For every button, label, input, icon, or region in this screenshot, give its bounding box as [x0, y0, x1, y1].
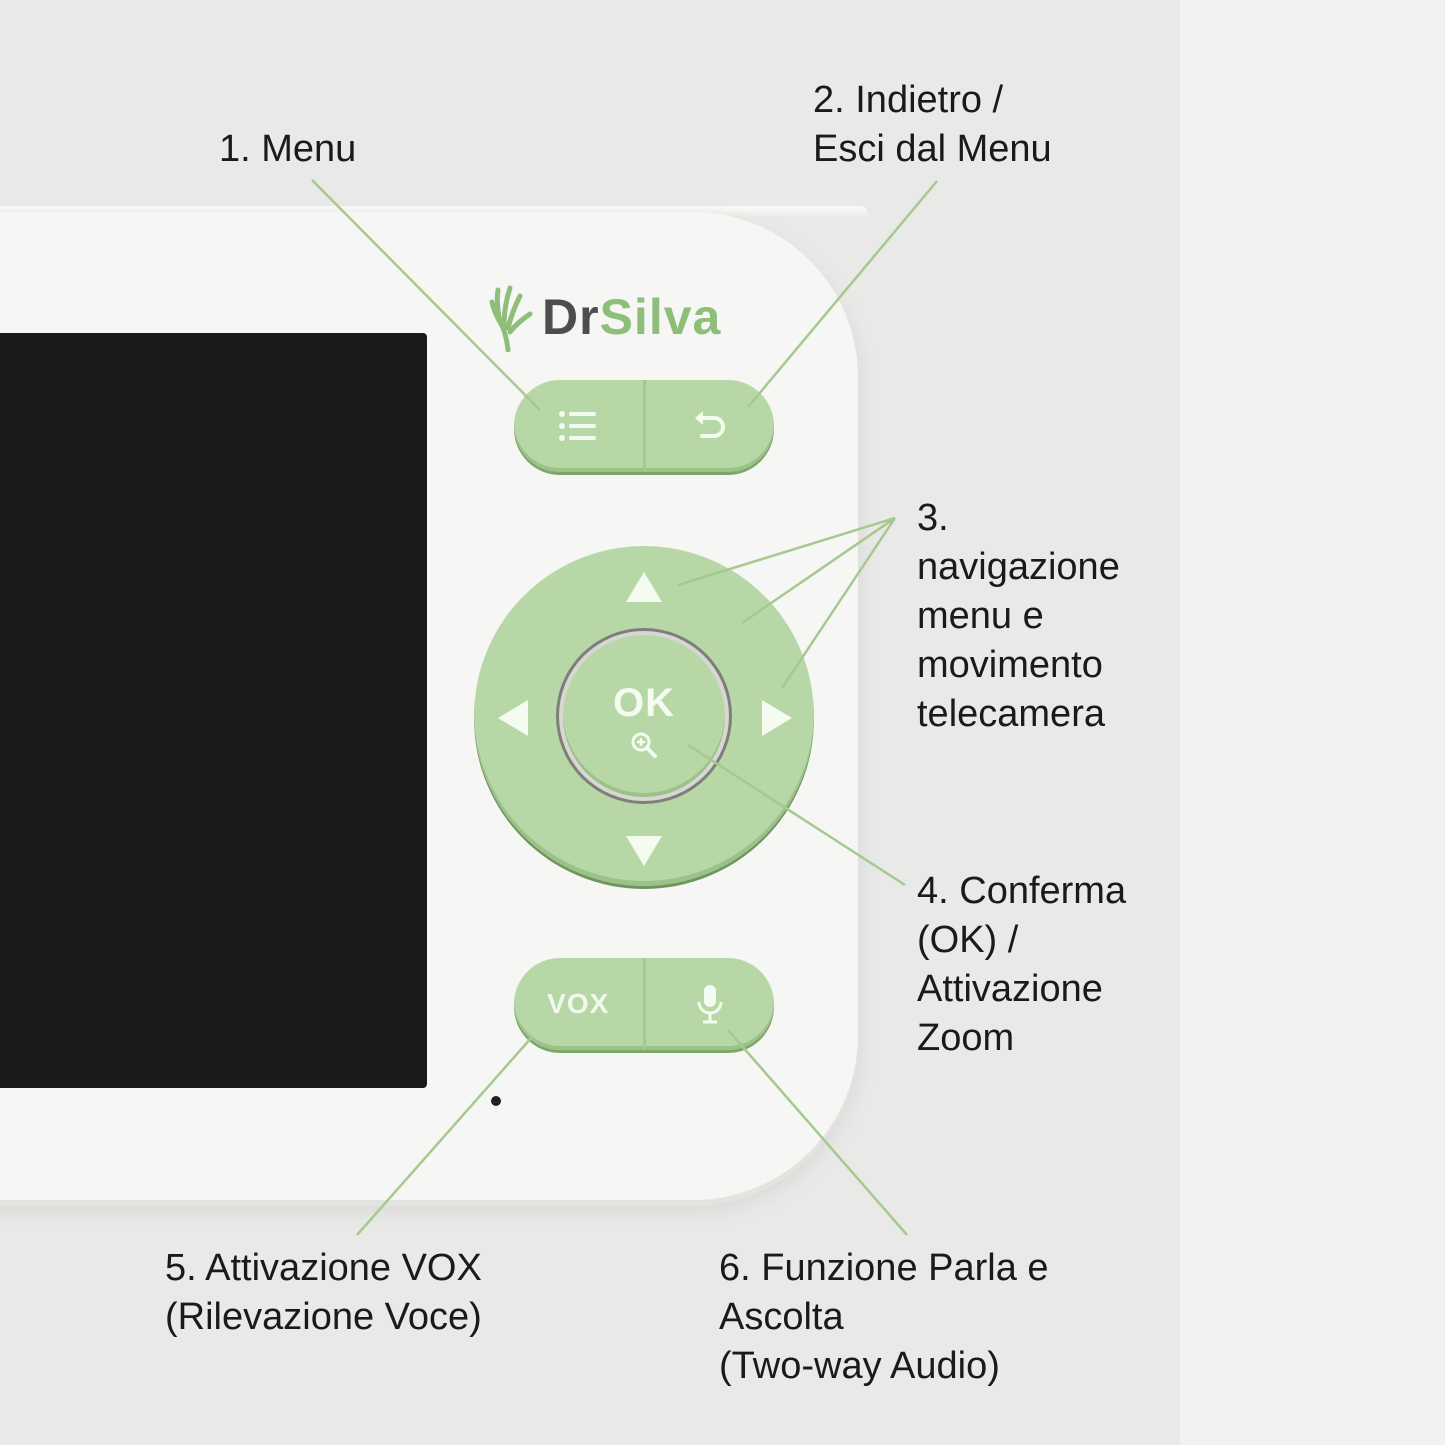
menu-list-icon	[559, 411, 597, 441]
microphone-icon	[697, 985, 723, 1024]
leader-line-menu	[311, 179, 541, 411]
back-arrow-icon	[694, 411, 725, 438]
talk-button[interactable]	[642, 958, 775, 1050]
brand-name-silva: Silva	[599, 289, 722, 345]
device-top-edge	[0, 206, 868, 216]
arrow-up-icon[interactable]	[626, 572, 662, 602]
callout-vox: 5. Attivazione VOX (Rilevazione Voce)	[165, 1247, 482, 1338]
vox-button-label: VOX	[547, 988, 610, 1019]
hand-logo-icon	[489, 285, 533, 352]
callout-back: 2. Indietro / Esci dal Menu	[813, 79, 1052, 170]
menu-back-button-group	[514, 380, 774, 472]
monitor-screen	[0, 333, 427, 1088]
leader-line-nav-center	[741, 516, 896, 625]
arrow-left-icon[interactable]	[498, 700, 528, 736]
leader-line-talk	[727, 1029, 908, 1236]
leader-line-back	[747, 180, 938, 408]
navigation-dpad	[474, 546, 814, 886]
background-panel	[1180, 0, 1445, 1445]
callout-navigation: 3. navigazione menu e movimento telecame…	[917, 497, 1120, 735]
ok-button[interactable]: OK	[563, 635, 725, 797]
arrow-right-icon[interactable]	[762, 700, 792, 736]
menu-button[interactable]	[514, 380, 643, 472]
vox-button[interactable]: VOX	[514, 958, 643, 1050]
arrow-down-icon[interactable]	[626, 836, 662, 866]
leader-line-nav-right	[780, 517, 897, 689]
leader-line-vox	[356, 1036, 533, 1236]
microphone-hole	[491, 1096, 501, 1106]
ok-button-label: OK	[613, 681, 675, 725]
callout-menu: 1. Menu	[219, 128, 357, 170]
brand-name-dr: Dr	[542, 289, 600, 345]
zoom-icon	[631, 732, 657, 758]
leader-line-nav-up	[677, 516, 896, 587]
callout-confirm: 4. Conferma (OK) / Attivazione Zoom	[917, 870, 1127, 1059]
back-button[interactable]	[642, 380, 775, 472]
leader-line-confirm	[687, 743, 906, 887]
callout-talk: 6. Funzione Parla e Ascolta (Two-way Aud…	[719, 1247, 1049, 1387]
